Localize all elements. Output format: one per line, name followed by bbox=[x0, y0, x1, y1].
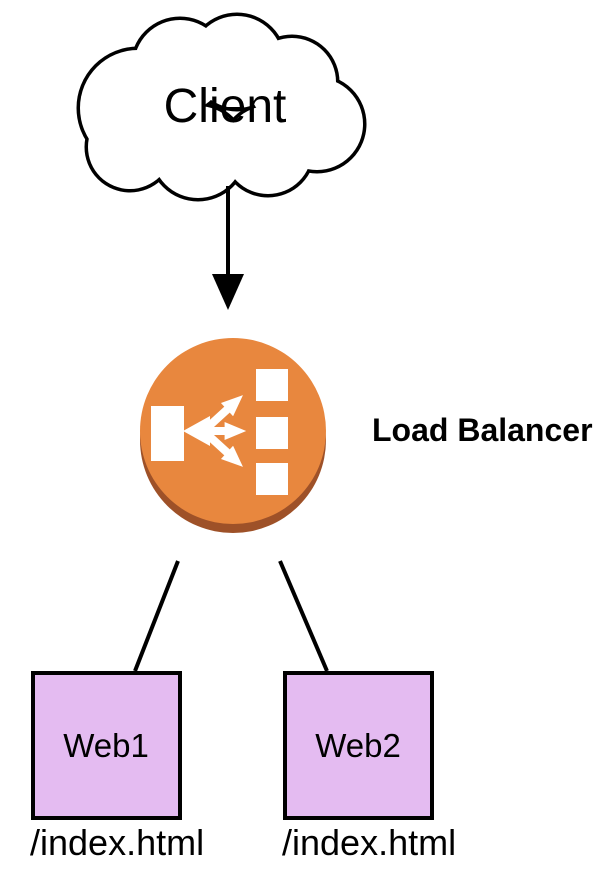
edge-lb-to-web1 bbox=[133, 560, 180, 672]
arrowhead-down-icon bbox=[212, 274, 244, 310]
edge-client-to-lb bbox=[212, 186, 244, 310]
web2-box bbox=[283, 671, 434, 820]
web2-label: Web2 bbox=[315, 727, 401, 764]
edge-lb-to-web2 bbox=[278, 560, 329, 672]
load-balancer-label: Load Balancer bbox=[372, 412, 593, 448]
web2-node: Web2 /index.html bbox=[282, 671, 456, 863]
web1-box bbox=[31, 671, 182, 820]
arrowhead-left-icon bbox=[183, 416, 210, 446]
web1-label: Web1 bbox=[63, 727, 149, 764]
web1-path-label: /index.html bbox=[30, 822, 204, 863]
load-balancer-node: Load Balancer bbox=[140, 338, 593, 533]
web2-path-label: /index.html bbox=[282, 822, 456, 863]
web1-node: Web1 /index.html bbox=[30, 671, 204, 863]
client-label: Client bbox=[164, 80, 287, 133]
client-cloud-node: Client bbox=[76, 12, 367, 202]
elastic-load-balancer-icon bbox=[140, 338, 326, 533]
